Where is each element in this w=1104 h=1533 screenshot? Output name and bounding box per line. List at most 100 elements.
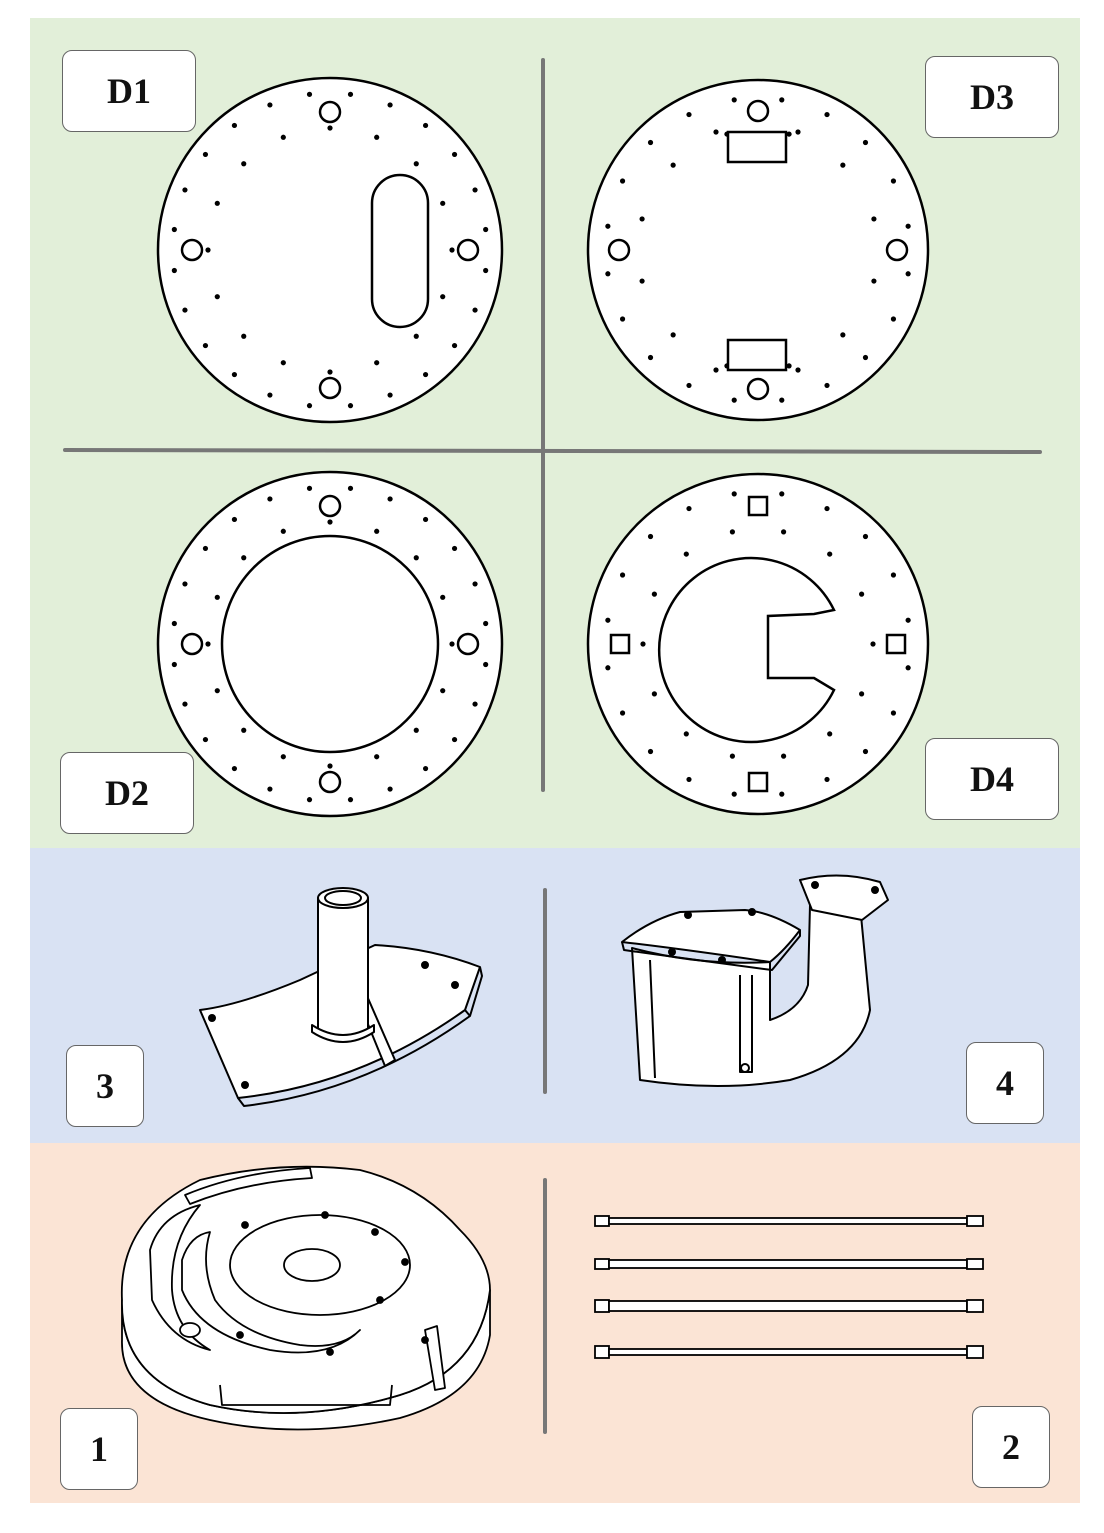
bolt-hole bbox=[422, 122, 429, 129]
bolt-hole bbox=[640, 641, 646, 647]
square-hole bbox=[609, 633, 631, 655]
bolt-hole bbox=[413, 555, 419, 561]
mount-hole bbox=[456, 632, 480, 656]
part-1-hole bbox=[321, 1211, 329, 1219]
part-1-hole bbox=[421, 1336, 429, 1344]
bolt-hole bbox=[670, 162, 676, 168]
part-4-hole bbox=[740, 1063, 750, 1073]
divider-horizontal-top bbox=[63, 448, 1042, 454]
bolt-hole bbox=[890, 572, 897, 578]
bolt-hole bbox=[871, 216, 877, 222]
label-part-3: 3 bbox=[66, 1045, 144, 1127]
bolt-hole bbox=[327, 369, 333, 375]
disc-d4-drawing bbox=[586, 472, 930, 816]
bolt-hole bbox=[202, 736, 209, 743]
bolt-hole bbox=[327, 125, 333, 131]
bolt-hole bbox=[387, 786, 393, 792]
bolt-hole bbox=[231, 516, 238, 523]
bolt-hole bbox=[171, 267, 177, 274]
bolt-hole bbox=[870, 641, 876, 647]
bolt-hole bbox=[231, 371, 238, 378]
bolt-hole bbox=[483, 661, 489, 668]
mount-hole bbox=[180, 238, 204, 262]
bolt-hole bbox=[472, 581, 478, 587]
bolt-hole bbox=[422, 371, 429, 378]
bolt-hole bbox=[451, 151, 458, 158]
label-d4: D4 bbox=[925, 738, 1059, 820]
bolt-hole bbox=[306, 91, 313, 97]
square-hole bbox=[747, 495, 769, 517]
bolt-hole bbox=[686, 505, 692, 512]
bolt-hole bbox=[890, 178, 897, 184]
bolt-hole bbox=[202, 151, 209, 158]
bolt-hole bbox=[731, 97, 737, 103]
bolt-hole bbox=[306, 403, 313, 409]
bolt-hole bbox=[686, 776, 692, 783]
bolt-hole bbox=[387, 392, 393, 398]
bolt-hole bbox=[387, 102, 393, 108]
mount-hole bbox=[318, 494, 342, 518]
bolt-hole bbox=[824, 111, 830, 118]
part-1-side-window bbox=[219, 1384, 393, 1406]
bolt-hole bbox=[862, 354, 869, 361]
bolt-hole bbox=[483, 620, 489, 627]
center-cutout bbox=[220, 534, 440, 754]
bolt-hole bbox=[440, 594, 446, 600]
rect-cutout bbox=[726, 338, 788, 372]
bolt-hole bbox=[241, 333, 247, 339]
part-1-bracket bbox=[424, 1325, 446, 1391]
bolt-hole bbox=[647, 533, 654, 540]
part-1-hole bbox=[371, 1228, 379, 1236]
square-hole bbox=[747, 771, 769, 793]
bolt-hole bbox=[619, 178, 626, 184]
bolt-hole bbox=[780, 529, 787, 535]
part-4-hole bbox=[811, 881, 819, 889]
bolt-hole bbox=[449, 641, 455, 647]
bolt-hole bbox=[214, 594, 220, 600]
bolt-hole bbox=[779, 491, 785, 497]
bolt-hole bbox=[214, 294, 220, 300]
part-3-hole bbox=[421, 961, 429, 969]
bolt-hole bbox=[824, 382, 830, 389]
bolt-hole bbox=[347, 485, 354, 491]
part-3-tube-bore bbox=[324, 890, 362, 906]
part-4-top-plate bbox=[621, 909, 801, 963]
bolt-hole bbox=[647, 748, 654, 755]
bolt-hole bbox=[639, 278, 645, 284]
bolt-hole bbox=[731, 791, 737, 797]
part-3-tube bbox=[317, 898, 369, 1039]
part-1-hole bbox=[376, 1296, 384, 1304]
bolt-hole bbox=[780, 753, 787, 759]
bolt-hole bbox=[347, 403, 354, 409]
bolt-hole bbox=[182, 187, 188, 193]
bolt-hole bbox=[214, 200, 220, 206]
bolt-hole bbox=[171, 661, 177, 668]
bolt-hole bbox=[202, 545, 209, 552]
bolt-hole bbox=[280, 754, 286, 760]
bolt-hole bbox=[205, 247, 211, 253]
bolt-hole bbox=[440, 294, 446, 300]
bolt-hole bbox=[619, 316, 626, 322]
mount-hole bbox=[180, 632, 204, 656]
part-4-rib bbox=[739, 975, 753, 1073]
bolt-hole bbox=[605, 223, 611, 229]
label-part-2: 2 bbox=[972, 1406, 1050, 1488]
part-4-hole bbox=[684, 911, 692, 919]
bolt-hole bbox=[862, 533, 869, 540]
bolt-hole bbox=[731, 491, 737, 497]
bolt-hole bbox=[472, 307, 478, 313]
bolt-hole bbox=[639, 216, 645, 222]
bolt-hole bbox=[374, 360, 380, 366]
bolt-hole bbox=[472, 701, 478, 707]
bolt-hole bbox=[795, 129, 801, 135]
support-parts-panel bbox=[30, 848, 1080, 1143]
bolt-hole bbox=[205, 641, 211, 647]
bolt-hole bbox=[840, 332, 846, 338]
bolt-hole bbox=[267, 786, 273, 792]
bolt-hole bbox=[347, 797, 354, 803]
bolt-hole bbox=[905, 223, 911, 229]
bolt-hole bbox=[231, 122, 238, 129]
mount-hole bbox=[746, 377, 770, 401]
bolt-hole bbox=[729, 753, 736, 759]
bolt-hole bbox=[306, 797, 313, 803]
